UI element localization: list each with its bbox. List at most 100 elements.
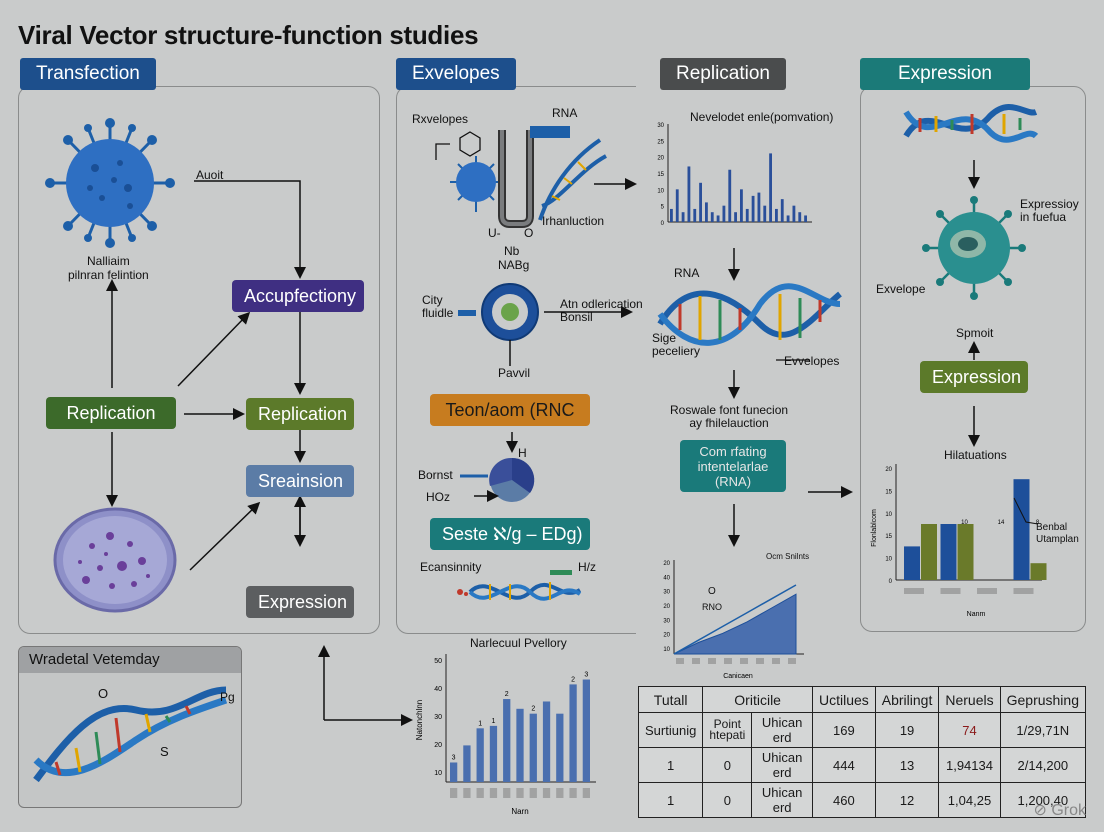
city-label: City fluidle: [422, 293, 454, 320]
exp-chart-xlabel: Nanm: [967, 611, 986, 618]
bar-data-label: 2: [571, 676, 575, 683]
bar: [463, 745, 471, 782]
bar: [681, 212, 685, 222]
y-tick-label: 0: [889, 579, 893, 585]
bar: [705, 202, 708, 222]
table-cell: 0: [702, 782, 753, 818]
y-tick-label: 10: [434, 770, 442, 777]
y-tick-label: 20: [885, 467, 892, 473]
sig-label: Sige peceliery: [652, 331, 701, 358]
x-tick-mark: [1013, 588, 1034, 594]
cell-target-icon: [458, 283, 633, 366]
y-tick-label: 50: [434, 658, 442, 665]
bar: [489, 725, 498, 782]
table-cell: 13: [874, 747, 940, 783]
bar: [516, 708, 524, 782]
rep-down-arrow-1: [728, 370, 740, 399]
bar: [798, 212, 802, 222]
y-tick-label: 15: [657, 172, 664, 178]
y-tick-label: 20: [663, 633, 670, 639]
hoz-label: HOz: [426, 490, 450, 504]
table-cell: 1/29,71N: [999, 712, 1087, 748]
expression-left-pill[interactable]: Expression: [246, 586, 354, 618]
rna-label-middle: RNA: [552, 106, 578, 120]
bar-data-label: 10: [961, 520, 968, 526]
bar: [734, 212, 737, 222]
y-tick-label: 25: [657, 139, 664, 145]
y-tick-label: 10: [657, 188, 664, 194]
envelopes-label: Rxvelopes: [412, 112, 469, 126]
y-tick-label: 15: [885, 489, 892, 495]
bar-data-label: 3: [452, 754, 456, 761]
bar: [775, 208, 778, 222]
x-tick-mark: [556, 788, 564, 798]
header-replication: Replication: [660, 58, 786, 90]
x-tick-mark: [503, 788, 511, 798]
bar: [957, 524, 974, 580]
table-cell: 169: [811, 712, 876, 748]
line-chart-title: Ocm Snilnts: [766, 552, 810, 561]
bar: [693, 208, 697, 222]
line-rna-label: RNO: [702, 602, 722, 612]
bar: [503, 699, 511, 782]
y-tick-label: 10: [885, 557, 892, 563]
rep-arrows-2: [728, 486, 853, 547]
line-o-label: O: [708, 586, 716, 597]
expressiv-label: Expressioy in fuefua: [1020, 197, 1079, 224]
series-area: [673, 593, 797, 655]
auoit-label: Auoit: [196, 168, 224, 182]
teon-pill[interactable]: Teon/aom (RNC: [430, 394, 590, 426]
x-tick-mark: [756, 658, 764, 664]
table-cell: Point htepati: [702, 712, 753, 748]
expression-right-pill[interactable]: Expression: [920, 361, 1028, 393]
table-cell: 444: [811, 747, 876, 783]
table-row: Surtiunig Point htepati Uhican erd 169 1…: [637, 712, 1087, 748]
rep-envelopes-label: Evvelopes: [784, 354, 840, 368]
series-line: [673, 584, 797, 655]
y-tick-label: 40: [434, 686, 442, 693]
table-header: Abrilingt: [874, 686, 940, 713]
x-tick-mark: [463, 788, 471, 798]
table-cell: Uhican erd: [751, 782, 813, 818]
virus-icon: [45, 118, 175, 248]
x-tick-mark: [476, 788, 484, 798]
table-cell: 2/14,200: [999, 747, 1087, 783]
nab-label: NABg: [498, 258, 530, 272]
y-tick-label: 10: [885, 512, 892, 518]
bar: [792, 205, 796, 222]
replication-right-pill[interactable]: Replication: [246, 398, 354, 430]
table-header: Neruels: [938, 686, 1001, 713]
y-tick-label: 20: [434, 742, 442, 749]
bar-data-label: 1: [492, 718, 496, 725]
x-tick-mark: [904, 588, 924, 594]
x-tick-mark: [740, 658, 748, 664]
bar: [582, 679, 590, 782]
data-table: Tutall Oriticile Uctilues Abrilingt Neru…: [637, 686, 1087, 818]
sreainsion-pill[interactable]: Sreainsion: [246, 465, 354, 497]
expression-arrows: [968, 341, 980, 447]
bar: [542, 701, 551, 782]
hz-label: H/z: [578, 560, 596, 574]
bar-data-label: 2: [505, 691, 509, 698]
x-tick-mark: [569, 788, 577, 798]
table-cell: Uhican erd: [751, 747, 813, 783]
seste-pill[interactable]: Seste ℵ/g – EDg): [430, 518, 590, 550]
replication-left-pill[interactable]: Replication: [46, 397, 176, 429]
accupfectiony-pill[interactable]: Accupfectiony: [232, 280, 364, 312]
x-tick-mark: [708, 658, 716, 664]
bar: [1013, 479, 1030, 580]
com-rfating-pill[interactable]: Com rfating intentelarlae (RNA): [680, 440, 786, 492]
hilatuations-title: Hilatuations: [944, 448, 1007, 462]
bar: [569, 684, 577, 782]
table-header: Geprushing: [999, 686, 1087, 713]
bar: [556, 713, 564, 782]
x-tick-mark: [529, 788, 537, 798]
bar: [1030, 563, 1047, 580]
page-title: Viral Vector structure-function studies: [18, 20, 479, 50]
header-expression: Expression: [860, 58, 1030, 90]
exp-chart-ylabel: Flonlablcom: [871, 509, 878, 547]
table-row: 1 0 Uhican erd 444 13 1,94134 2/14,200: [637, 747, 1087, 783]
ecansinity-label: Ecansinnity: [420, 560, 482, 574]
replication-chart-title: Nevelodet enle(pomvation): [690, 110, 834, 124]
